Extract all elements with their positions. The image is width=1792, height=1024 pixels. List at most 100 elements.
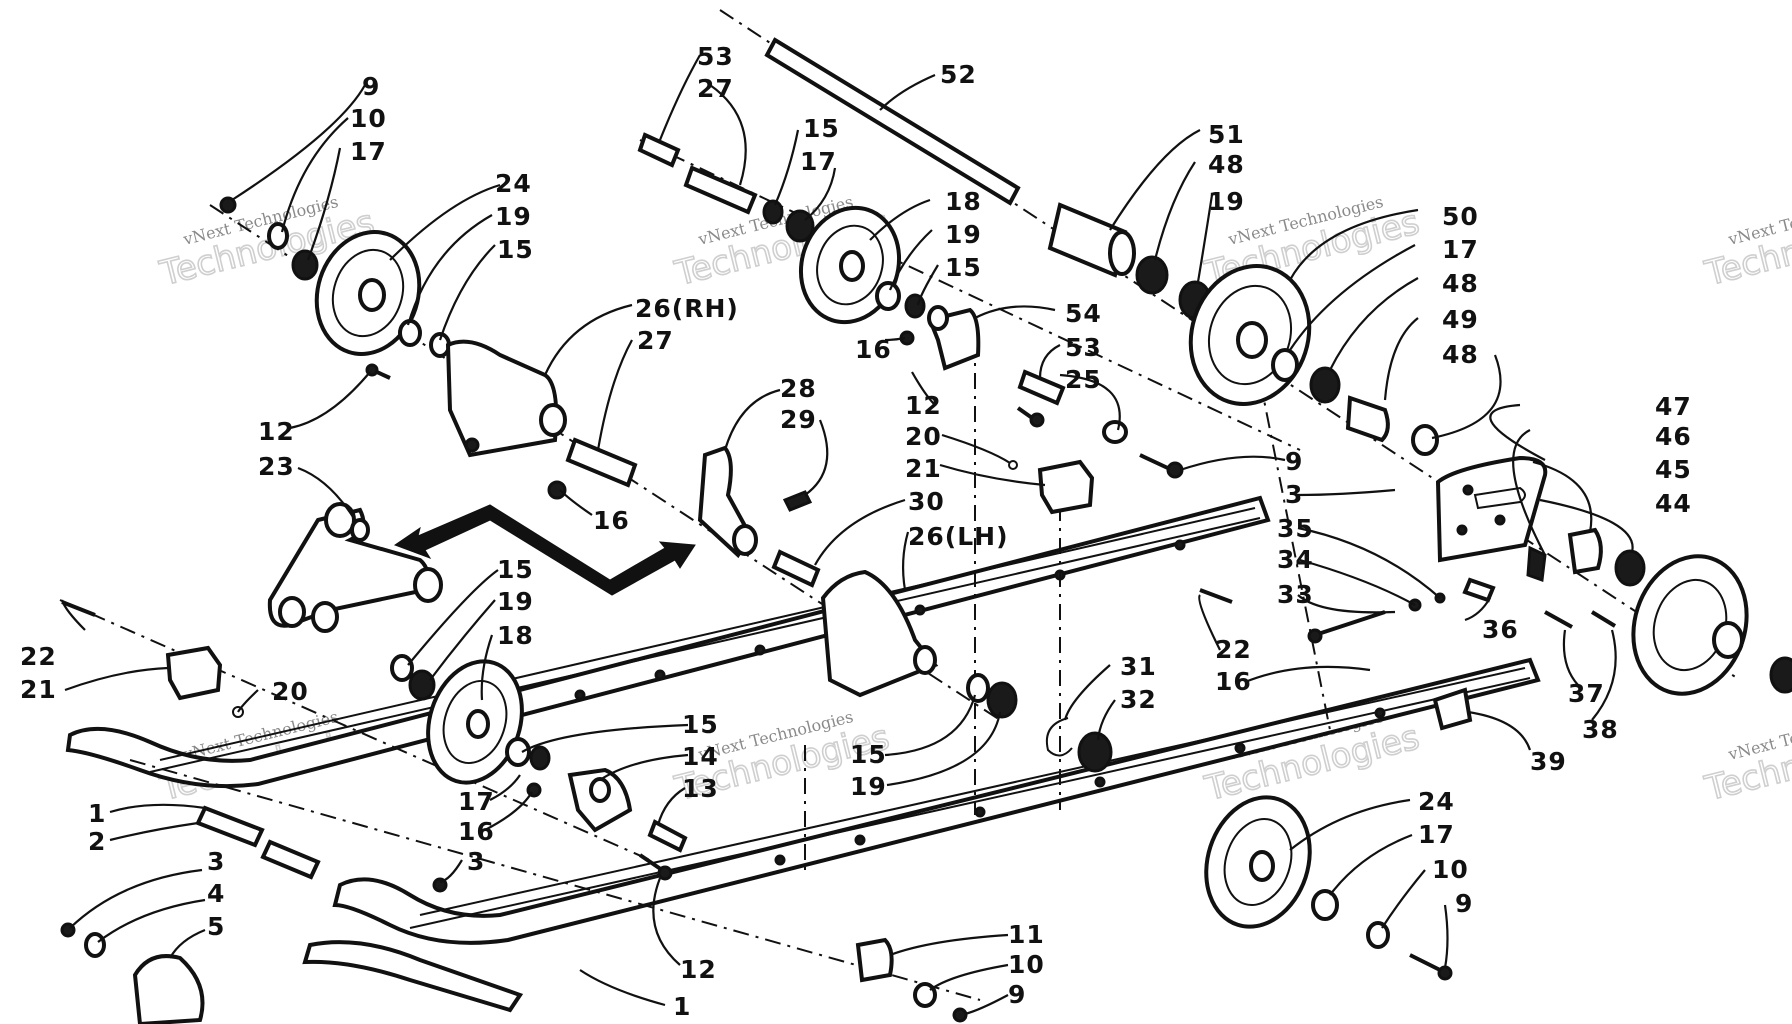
part-label: 14 [682,742,719,771]
part-label: 3 [467,847,485,876]
part-label: 9 [1008,980,1026,1009]
part-label: 4 [207,879,225,908]
watermark: vNext Technologies Technologies [1700,707,1792,810]
part-label: 48 [1442,340,1479,369]
part-label: 24 [495,169,532,198]
part-label: 45 [1655,455,1692,484]
bracket-26-lh [820,569,939,698]
part-label: 16 [458,817,495,846]
part-label: 17 [458,787,495,816]
part-label: 21 [20,675,57,704]
part-label: 28 [780,374,817,403]
part-label: 22 [20,642,57,671]
part-label: 18 [497,621,534,650]
part-label: 23 [258,452,295,481]
part-label: 17 [350,137,387,166]
part-label: 9 [1455,889,1473,918]
part-label: 20 [272,677,309,706]
part-label: 54 [1065,299,1102,328]
part-label: 15 [497,235,534,264]
shaft-52 [764,37,1021,206]
part-label: 10 [1008,950,1045,979]
block-20-21-center [1008,459,1233,604]
bolt-12-upper [365,363,391,380]
part-label: 36 [1482,615,1519,644]
part-label: 31 [1120,652,1157,681]
part-label: 26(RH) [635,294,739,323]
bracket-54 [899,305,981,371]
part-label: 16 [855,335,892,364]
part-label: 16 [1215,667,1252,696]
part-label: 39 [1530,747,1567,776]
part-label: 9 [1285,447,1303,476]
wear-strip [302,940,524,1013]
part-label: 17 [1418,820,1455,849]
part-label: 12 [258,417,295,446]
plate-47 [1435,455,1548,563]
part-label: 33 [1277,580,1314,609]
part-label: 47 [1655,392,1692,421]
part-label: 24 [1418,787,1455,816]
part-label: 52 [940,60,977,89]
rear-wheel [1631,554,1792,696]
part-labels: 9 10 17 24 19 15 26(RH) 27 12 23 16 53 2… [20,42,1692,1021]
part-label: 49 [1442,305,1479,334]
bracket-39 [1432,687,1473,731]
part-label: 34 [1277,545,1314,574]
spacer-tube-upper [565,437,638,488]
rear-lower-wheel [1204,795,1453,981]
part-label: 53 [697,42,734,71]
part-label: 48 [1208,150,1245,179]
bolt-12-lower [638,853,673,881]
svg-text:Technologies: Technologies [1701,202,1792,294]
part-label: 27 [697,74,734,103]
idler-bracket-rh [445,339,567,458]
part-label: 20 [905,422,942,451]
part-label: 35 [1277,514,1314,543]
part-label: 27 [637,326,674,355]
part-label: 13 [682,774,719,803]
bracket-14-13 [526,767,688,853]
part-label: 1 [673,992,691,1021]
bearings-17-48-49 [1271,348,1439,456]
direction-arrow [393,504,696,596]
nut-16-upper [547,480,567,500]
part-label: 30 [908,487,945,516]
spacer-30 [771,549,821,588]
part-label: 3 [207,847,225,876]
spacers-center-top [637,132,926,319]
part-label: 53 [1065,333,1102,362]
bracket-11 [855,937,968,1023]
part-label: 15 [850,740,887,769]
part-label: 12 [680,955,717,984]
bearings-44-46 [1567,527,1646,587]
bolt-washer-stack-upper-left [219,196,451,358]
bolts-37-38 [1544,610,1617,629]
rail-holes [574,539,1386,866]
part-label: 15 [803,114,840,143]
part-label: 18 [945,187,982,216]
bolt-9-right [1139,453,1184,479]
idler-wheel-lower [390,654,551,785]
part-label: 19 [495,202,532,231]
front-hardware-3-5 [60,877,448,1024]
part-label: 2 [88,827,106,856]
part-label: 19 [945,220,982,249]
slide-rail-upper [65,495,1271,789]
block-20-21-lower [61,600,244,718]
watermark: vNext Technologies Technologies [1700,192,1792,295]
leader-lines [60,54,1634,1016]
part-label: 3 [1285,480,1303,509]
part-label: 26(LH) [908,522,1009,551]
part-label: 19 [1208,187,1245,216]
bearings-15-19-lower [966,673,1018,719]
front-spacers-1-2 [195,805,321,880]
slide-rail-lower [332,657,1541,945]
part-label: 32 [1120,685,1157,714]
part-label: 15 [682,710,719,739]
part-label: 12 [905,391,942,420]
part-label: 1 [88,799,106,828]
clip-31-32 [1046,717,1113,773]
